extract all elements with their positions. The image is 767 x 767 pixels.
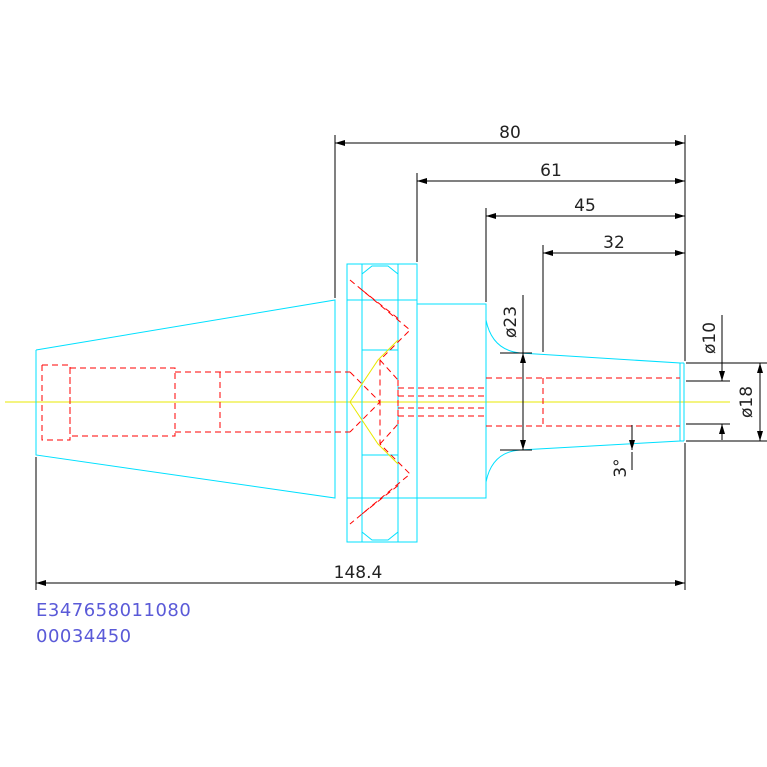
dimension-diameter-10-label: ø10: [700, 322, 720, 354]
dimension-diameter-23: ø23: [500, 295, 532, 451]
dimension-80: 80: [334, 123, 686, 361]
dimension-45-label: 45: [574, 196, 596, 216]
dimension-61: 61: [416, 161, 685, 262]
dimension-32: 32: [542, 233, 685, 352]
dimension-diameter-10: ø10: [686, 315, 730, 440]
dimension-32-label: 32: [603, 233, 625, 253]
yellow-internal-lines: [349, 339, 399, 465]
dimension-80-label: 80: [499, 123, 521, 143]
dimension-diameter-23-label: ø23: [501, 306, 521, 338]
dimension-61-label: 61: [540, 161, 562, 181]
body-outline: [417, 303, 685, 499]
dimension-taper-angle: 3°: [611, 425, 635, 478]
part-number: E347658011080: [36, 600, 191, 621]
hidden-internal-bore: [41, 279, 680, 525]
dimension-overall-length-label: 148.4: [334, 563, 383, 583]
order-number: 00034450: [36, 626, 132, 647]
dimension-diameter-18-label: ø18: [737, 386, 757, 418]
dimension-overall-length: 148.4: [35, 443, 686, 590]
dimension-diameter-18: ø18: [686, 362, 767, 442]
dimension-45: 45: [485, 196, 685, 302]
taper-shank-outline: [35, 299, 348, 499]
dimension-taper-angle-label: 3°: [611, 458, 631, 477]
flange-outline: [346, 263, 418, 543]
